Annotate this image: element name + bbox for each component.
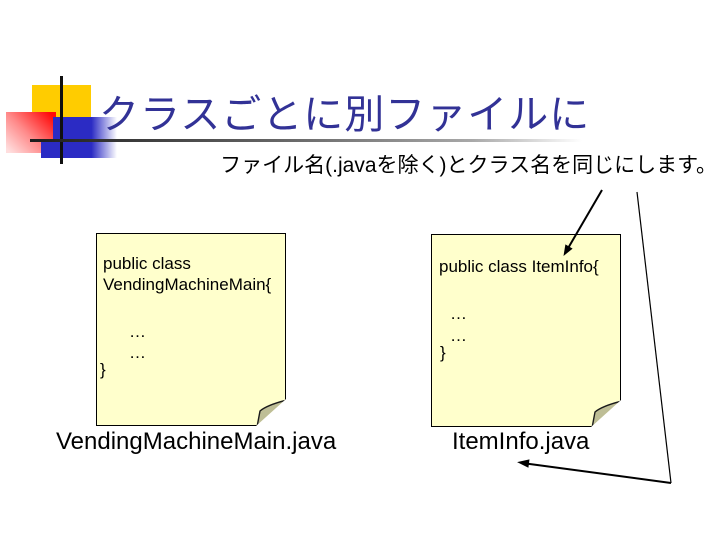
filename-label-right: ItemInfo.java (452, 428, 590, 455)
slide-subtitle: ファイル名(.javaを除く)とクラス名を同じにします。 (220, 154, 717, 177)
filename-label-left: VendingMachineMain.java (56, 428, 337, 455)
code-note-vendingmachinemain: public class VendingMachineMain{ … … } (96, 233, 286, 426)
code-ellipsis: … (129, 322, 146, 341)
accent-vertical-line (60, 76, 63, 164)
code-note-iteminfo: public class ItemInfo{ … … } (431, 234, 621, 427)
folded-corner-icon (256, 399, 286, 426)
arrowhead-filename (517, 459, 530, 468)
class-declaration-left: public class VendingMachineMain{ (103, 254, 272, 294)
code-ellipsis: … (450, 326, 467, 345)
title-underline (30, 139, 582, 142)
closing-brace: } (100, 360, 106, 379)
class-declaration-right: public class ItemInfo{ (439, 257, 599, 276)
code-ellipsis: … (450, 304, 467, 323)
closing-brace: } (440, 343, 446, 362)
connector-line-to-filename (636, 191, 672, 484)
folded-corner-icon (591, 400, 621, 427)
slide-title: クラスごとに別ファイルに (99, 93, 591, 137)
accent-blue-square-small (41, 141, 55, 158)
arrow-to-filename (525, 462, 672, 484)
code-ellipsis: … (129, 343, 146, 362)
accent-blue-square (53, 117, 117, 158)
